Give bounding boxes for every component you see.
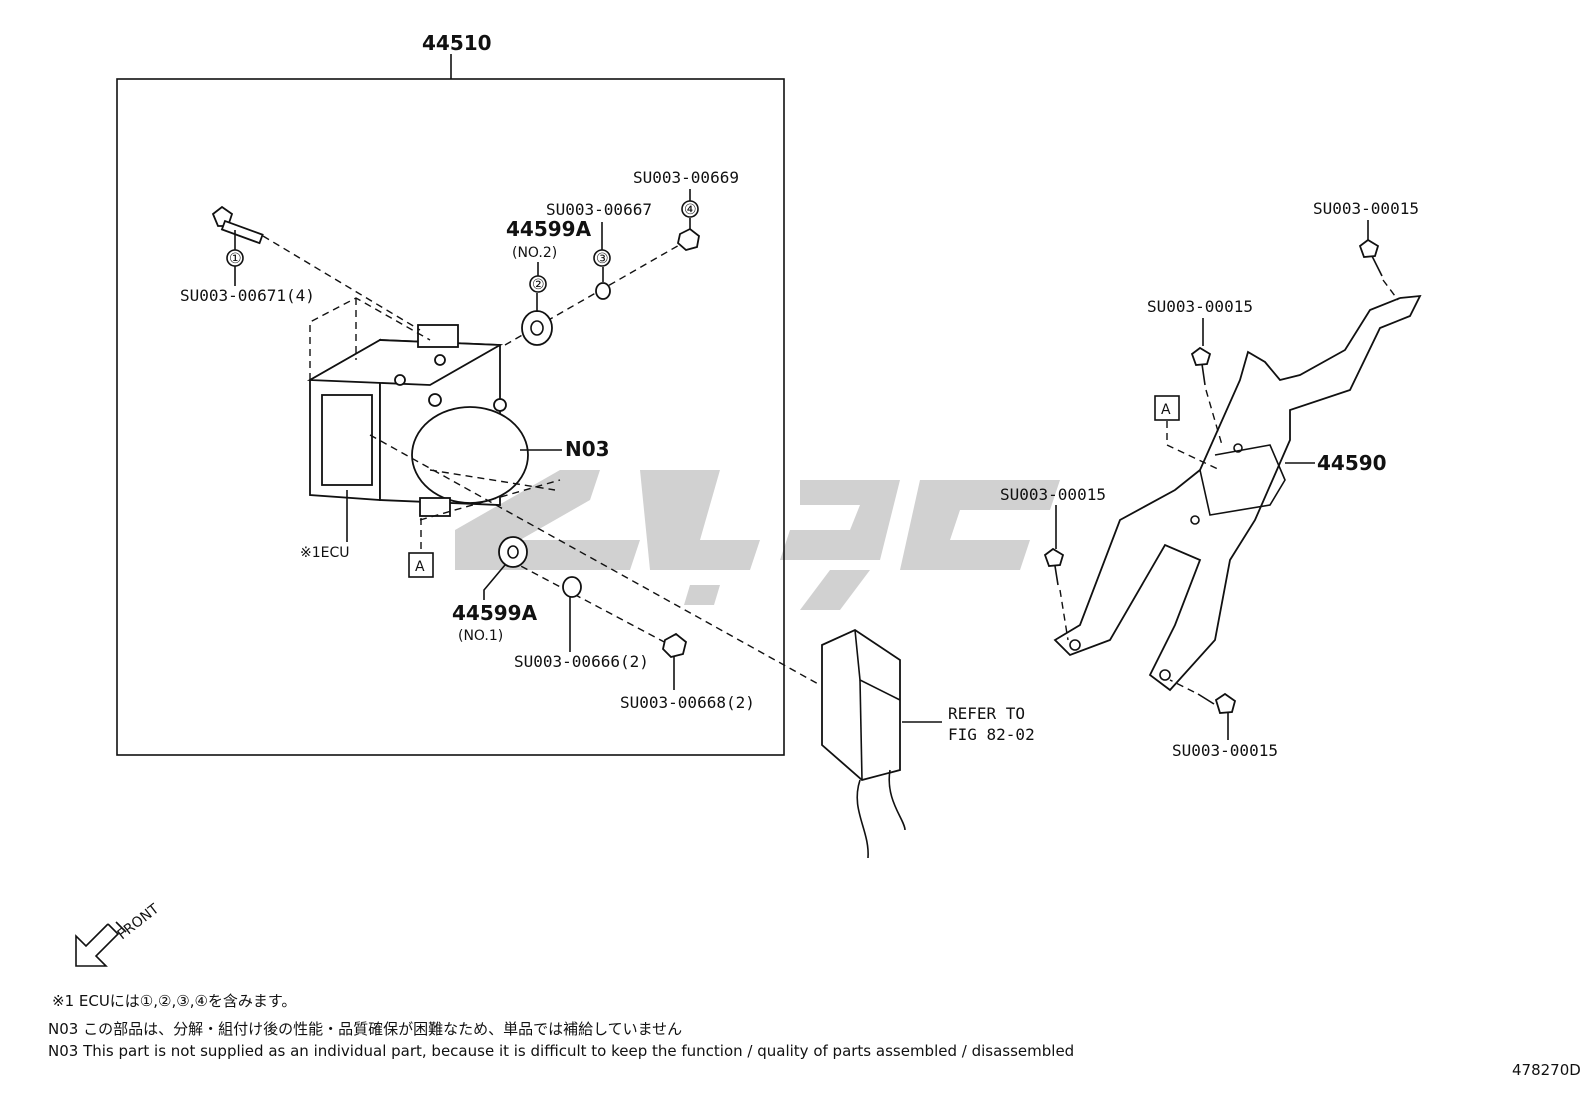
bolt-bottom-icon (1214, 692, 1237, 714)
watermark-logo (455, 470, 1060, 610)
refer-line-1: REFER TO (948, 704, 1025, 723)
bracket-ref-box-a (1154, 395, 1180, 421)
front-arrow-icon (75, 921, 127, 967)
note-1: ※1 ECUには①,②,③,④を含みます。 (52, 992, 296, 1010)
bracket-bolt-left-label: SU003-00015 (1000, 485, 1106, 504)
cushion-no2-sub: (NO.2) (512, 245, 557, 261)
nut-2x-label: SU003-00668(2) (620, 693, 755, 712)
figure-id: 478270D (1512, 1061, 1581, 1079)
ecu-connector (321, 394, 373, 486)
ref-box-a (408, 552, 434, 578)
bracket-label: 44590 (1317, 451, 1387, 475)
cushion-no2-label: 44599A (506, 217, 592, 241)
bracket-bolt-top-label: SU003-00015 (1313, 199, 1419, 218)
pump-motor (411, 406, 529, 504)
note-3: N03 This part is not supplied as an indi… (48, 1042, 1074, 1060)
bolt-1-label: SU003-00671(4) (180, 286, 315, 305)
bolt-top-icon (1358, 238, 1380, 258)
cushion-no2-icon (521, 310, 553, 346)
washer-icon (595, 282, 611, 300)
bolt-left-icon (1043, 547, 1065, 567)
circled-2-text: ② (532, 277, 545, 293)
nut-icon (677, 227, 700, 251)
abs-actuator (306, 324, 529, 517)
cushion-no1-label: 44599A (452, 601, 538, 625)
bolt-mid-icon (1190, 346, 1212, 366)
circled-3-text: ③ (596, 251, 609, 267)
bracket-bolt-mid-label: SU003-00015 (1147, 297, 1253, 316)
bracket-bolt-bottom-label: SU003-00015 (1172, 741, 1278, 760)
washer-3-label: SU003-00667 (546, 200, 652, 219)
cushion-no1-sub: (NO.1) (458, 628, 503, 644)
bracket (1053, 294, 1422, 692)
washer-2x-label: SU003-00666(2) (514, 652, 649, 671)
bracket-ref-box-a-text: A (1161, 402, 1171, 418)
nut-4-label: SU003-00669 (633, 168, 739, 187)
refer-line-2: FIG 82-02 (948, 725, 1035, 744)
assembly-number: 44510 (422, 31, 492, 55)
connector-harness (821, 628, 906, 859)
nut-2x-icon (662, 632, 688, 658)
circled-4-text: ④ (684, 202, 697, 218)
front-label: FRONT (115, 901, 163, 943)
n03-label: N03 (565, 437, 610, 461)
ref-box-a-text: A (415, 559, 425, 575)
ecu-label: ※1ECU (300, 545, 350, 561)
note-2: N03 この部品は、分解・組付け後の性能・品質確保が困難なため、単品では補給して… (48, 1020, 682, 1038)
cushion-no1-icon (498, 536, 528, 568)
bolt-icon (211, 205, 264, 245)
washer-2x-icon (562, 576, 582, 598)
circled-1-text: ① (229, 251, 242, 267)
